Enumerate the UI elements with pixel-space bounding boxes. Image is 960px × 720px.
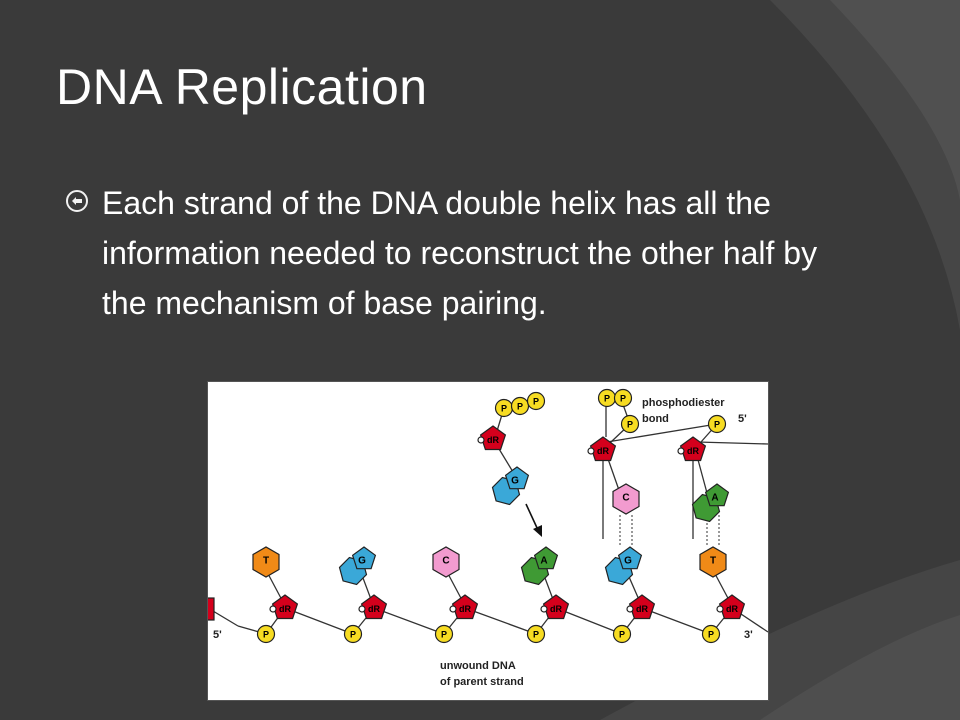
backbone-dr-p-0 [284, 607, 354, 635]
parent-base-3 [533, 546, 559, 570]
label-phosphodiester: phosphodiester [642, 397, 725, 409]
parent-sugar-2-oh [449, 605, 457, 613]
parent-phosphate-1-label: P [350, 630, 356, 640]
pairing-arrow-head [533, 525, 542, 537]
parent-sugar-1-oh [358, 605, 366, 613]
parent-sugar-4 [628, 594, 656, 620]
parent-phosphate-0-label: P [263, 630, 269, 640]
slide-title: DNA Replication [56, 59, 428, 115]
parent-sugar-4-oh [626, 605, 634, 613]
new-sugar-1-oh [677, 447, 685, 455]
dna-replication-diagram: phosphodiester bond 5' 5' 3' unwound DNA… [207, 381, 769, 701]
parent-sugar-0-oh [269, 605, 277, 613]
backbone-dr-p-3 [555, 607, 623, 635]
parent-phosphate-3 [526, 624, 546, 644]
parent-base-3-label: A [540, 556, 547, 567]
parent-phosphate-2-label: P [441, 630, 447, 640]
new-glycosidic-1 [696, 455, 708, 494]
parent-sugar-2-label: dR [459, 604, 471, 614]
paired-base-1 [704, 483, 730, 507]
bullet-list: Each strand of the DNA double helix has … [64, 178, 834, 328]
parent-phosphate-4-label: P [619, 630, 625, 640]
parent-sugar-3-label: dR [550, 604, 562, 614]
new-glycosidic-0 [606, 455, 621, 494]
parent-sugar-0 [271, 594, 299, 620]
bullet-text: Each strand of the DNA double helix has … [102, 185, 818, 321]
parent-base-0 [252, 546, 280, 578]
paired-base-1-label: A [711, 493, 718, 504]
label-5prime-left: 5' [213, 629, 222, 641]
incoming-sugar-oh [477, 436, 485, 444]
new-sugar-1-label: dR [687, 446, 699, 456]
parent-phosphate-1 [343, 624, 363, 644]
parent-phosphate-2 [434, 624, 454, 644]
parent-base-5-label: T [710, 556, 716, 567]
new-sugar-1 [679, 436, 707, 462]
incoming-phosphate-3-label: P [533, 397, 539, 407]
parent-base-2 [432, 546, 460, 578]
circle-bullet-icon [66, 190, 88, 212]
new-phosphate-top-1-label: P [604, 394, 610, 404]
new-phosphate-top-2-label: P [620, 394, 626, 404]
parent-base-4 [617, 546, 643, 570]
backbone-dr-p-2 [464, 607, 537, 635]
label-bond: bond [642, 413, 669, 425]
incoming-sugar [479, 425, 507, 451]
paired-base-0-label: C [622, 493, 629, 504]
parent-sugar-1-label: dR [368, 604, 380, 614]
parent-sugar-5-oh [716, 605, 724, 613]
incoming-phosphate-3 [526, 391, 546, 411]
parent-base-1 [351, 546, 377, 570]
paired-base-0 [612, 483, 640, 515]
incoming-phosphate-2-label: P [517, 402, 523, 412]
parent-sugar-3-oh [540, 605, 548, 613]
new-phosphate-1 [707, 414, 727, 434]
parent-phosphate-5 [701, 624, 721, 644]
parent-sugar-5 [718, 594, 746, 620]
label-unwound-line1: unwound DNA [440, 660, 516, 672]
parent-base-5 [699, 546, 727, 578]
label-unwound-line2: of parent strand [440, 676, 524, 688]
new-phosphate-0-label: P [627, 420, 633, 430]
incoming-phosphate-1-label: P [501, 404, 507, 414]
incoming-sugar-label: dR [487, 435, 499, 445]
new-phosphodiester [606, 423, 718, 443]
new-phosphate-0 [620, 414, 640, 434]
partial-sugar-left [208, 597, 215, 621]
parent-base-0-label: T [263, 556, 269, 567]
parent-phosphate-4 [612, 624, 632, 644]
parent-phosphate-5-label: P [708, 630, 714, 640]
parent-base-4-label: G [624, 556, 632, 567]
parent-sugar-1 [360, 594, 388, 620]
new-phosphate-top-2 [613, 388, 633, 408]
bullet-item: Each strand of the DNA double helix has … [64, 178, 834, 328]
new-sugar-0-oh [587, 447, 595, 455]
backbone-dr-p-1 [373, 607, 445, 635]
incoming-base-label: G [511, 476, 519, 487]
parent-sugar-0-label: dR [279, 604, 291, 614]
new-sugar-0 [589, 436, 617, 462]
parent-phosphate-3-label: P [533, 630, 539, 640]
backbone-dr-p-4 [641, 607, 712, 635]
parent-base-2-label: C [442, 556, 449, 567]
parent-sugar-2 [451, 594, 479, 620]
new-strand-exit [696, 441, 768, 445]
label-5prime-top: 5' [738, 413, 747, 425]
pairing-arrow [525, 503, 539, 531]
new-sugar-0-label: dR [597, 446, 609, 456]
parent-base-1-label: G [358, 556, 366, 567]
parent-sugar-4-label: dR [636, 604, 648, 614]
parent-sugar-3 [542, 594, 570, 620]
new-phosphate-1-label: P [714, 420, 720, 430]
label-3prime-right: 3' [744, 629, 753, 641]
incoming-base [504, 466, 530, 490]
parent-sugar-5-label: dR [726, 604, 738, 614]
parent-phosphate-0 [256, 624, 276, 644]
